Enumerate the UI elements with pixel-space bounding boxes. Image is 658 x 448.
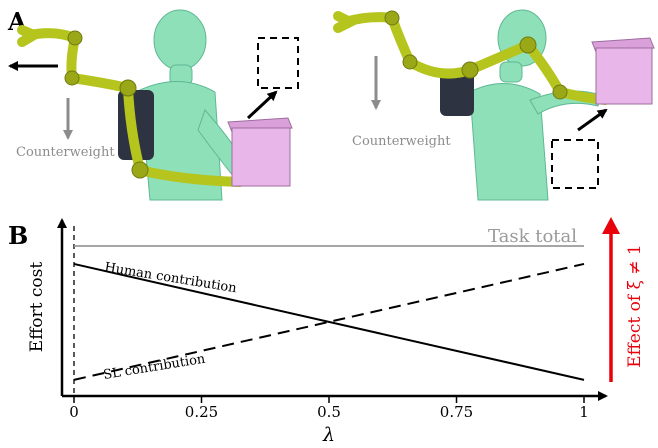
- series-layer: [73, 245, 585, 381]
- robot-arm-left: [17, 25, 245, 187]
- counterweight-label-left: Counterweight: [16, 145, 115, 160]
- box-motion-arrow-right: [577, 108, 608, 132]
- arm-joint: [461, 61, 479, 79]
- effect-label: Effect of ξ ≠ 1: [625, 244, 645, 367]
- human-torso: [469, 83, 549, 201]
- arm-joint: [402, 54, 418, 70]
- series-line-human-contribution: [73, 262, 585, 381]
- arm-joint: [384, 10, 400, 26]
- x-tick-label: 0.5: [317, 403, 341, 421]
- human-figure-right: [469, 9, 601, 201]
- arm-joint: [519, 36, 537, 54]
- arm-joint: [552, 84, 568, 100]
- human-head: [153, 9, 207, 71]
- arm-link: [67, 73, 133, 93]
- box-right: [591, 37, 655, 105]
- box-body: [231, 127, 291, 187]
- arm-joint: [131, 161, 149, 179]
- counterweight-label-right: Counterweight: [352, 134, 451, 149]
- arm-joint: [119, 79, 137, 97]
- box-left: [227, 117, 293, 187]
- arm-link: [523, 40, 565, 97]
- effect-arrow-head: [602, 217, 620, 234]
- arm-link: [405, 57, 475, 79]
- box-motion-arrow-left: [246, 90, 278, 120]
- series-label-sl: SL contribution: [102, 352, 207, 383]
- x-axis-label: λ: [322, 424, 335, 446]
- box-body: [595, 47, 653, 105]
- backpack-right: [440, 70, 474, 116]
- x-tick-label: 0.25: [185, 403, 218, 421]
- arm-gripper: [333, 11, 362, 33]
- arm-joint: [64, 70, 80, 86]
- y-axis-label: Effort cost: [27, 262, 47, 353]
- series-label-human: Human contribution: [103, 260, 238, 296]
- arm-gripper: [17, 25, 46, 47]
- panel-a: A: [7, 7, 655, 201]
- tick-layer: 0 0.25 0.5 0.75 1: [69, 396, 589, 421]
- origin-dashed-box-right: [551, 139, 599, 189]
- x-tick-label: 0: [69, 403, 79, 421]
- panel-b: B 0 0.25 0.5 0.75 1 Task total Human contrib…: [8, 217, 645, 446]
- x-tick-label: 1: [579, 403, 589, 421]
- right-illustration: Counterweight: [333, 9, 655, 201]
- human-neck: [499, 61, 523, 83]
- left-illustration: Counterweight: [8, 9, 299, 201]
- panel-b-label: B: [8, 221, 28, 250]
- arm-joint: [67, 30, 83, 46]
- series-line-sl-contribution: [73, 262, 585, 381]
- x-tick-label: 0.75: [440, 403, 473, 421]
- arm-link: [135, 165, 245, 187]
- series-label-task-total: Task total: [488, 226, 577, 247]
- target-dashed-box-left: [257, 37, 299, 89]
